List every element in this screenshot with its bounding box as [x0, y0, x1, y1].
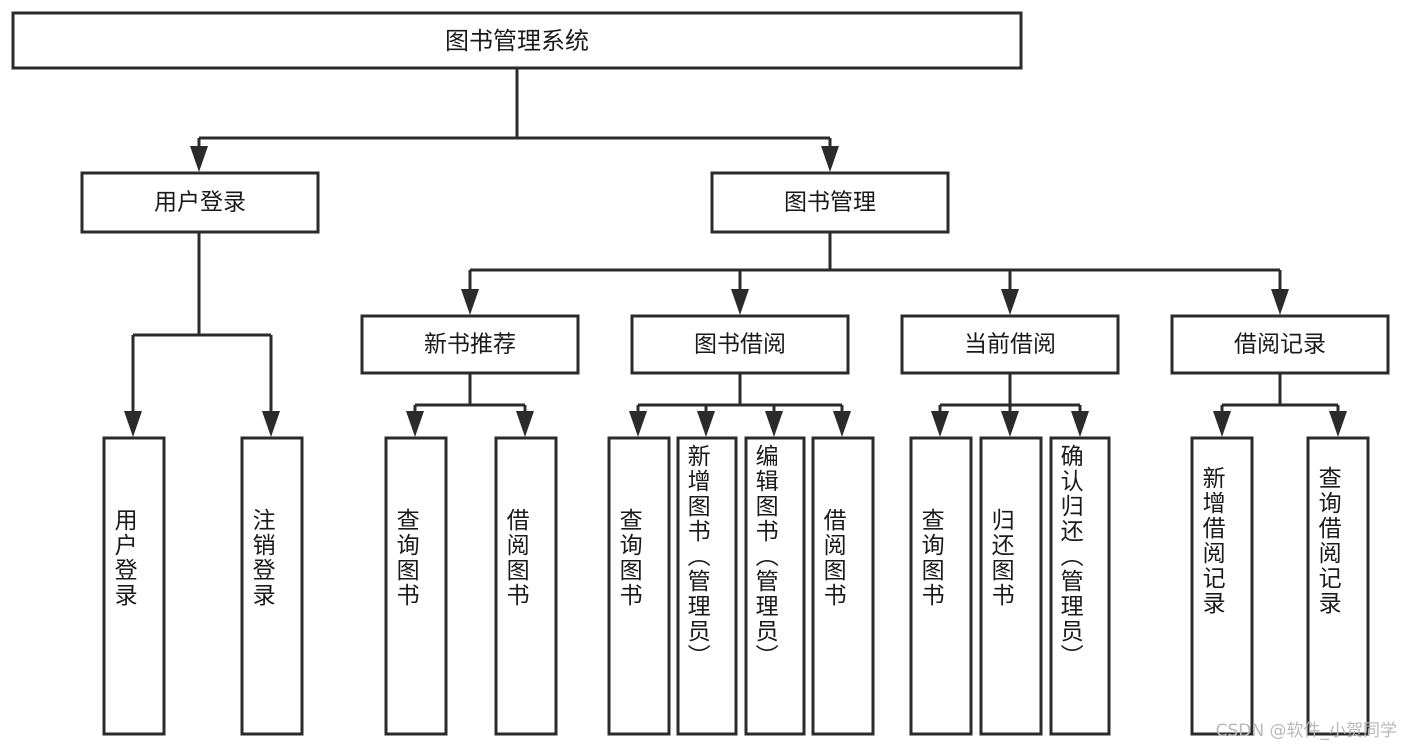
node-leaf-query-book-2-box[interactable]	[607, 436, 671, 736]
arrowhead-leaf-add-record	[1213, 411, 1231, 437]
node-book-manage[interactable]: 图书管理	[710, 171, 950, 234]
node-book-manage-box[interactable]	[710, 171, 950, 234]
node-current-borrow[interactable]: 当前借阅	[900, 314, 1120, 375]
arrowhead-leaf-borrow-book-1	[516, 411, 534, 437]
arrowhead-leaf-user-login	[124, 411, 142, 437]
node-root-box[interactable]	[11, 11, 1023, 70]
node-leaf-query-book-1-box[interactable]	[384, 436, 448, 736]
arrowhead-leaf-add-book	[697, 411, 715, 437]
arrowhead-leaf-logout	[262, 411, 280, 437]
connector-new-book-rec-branch	[413, 373, 527, 425]
node-new-book-rec-box[interactable]	[360, 314, 580, 375]
node-user-login-box[interactable]	[80, 171, 320, 234]
arrowhead-leaf-query-book-3	[931, 411, 949, 437]
arrowhead-leaf-borrow-book-2	[833, 411, 851, 437]
arrowhead-leaf-query-book-1	[406, 411, 424, 437]
arrowhead-borrow-record	[1271, 289, 1289, 315]
node-leaf-query-book-3-box[interactable]	[909, 436, 973, 736]
node-leaf-return-book-box[interactable]	[979, 436, 1043, 736]
leaf-boxes-layer	[102, 436, 1370, 736]
node-book-manage-label: 图书管理	[784, 190, 876, 216]
node-root-label: 图书管理系统	[445, 27, 589, 55]
arrowhead-leaf-query-book-2	[629, 411, 647, 437]
connector-borrow-record-branch	[1220, 373, 1340, 425]
connector-user-login-branch	[131, 232, 273, 425]
node-leaf-query-record-box[interactable]	[1306, 436, 1370, 736]
node-borrow-record-box[interactable]	[1170, 314, 1390, 375]
node-leaf-add-record-box[interactable]	[1190, 436, 1254, 736]
node-book-borrow[interactable]: 图书借阅	[630, 314, 850, 375]
arrowhead-book-manage	[821, 146, 839, 172]
node-new-book-rec[interactable]: 新书推荐	[360, 314, 580, 375]
node-book-borrow-label: 图书借阅	[694, 332, 786, 358]
node-user-login-label: 用户登录	[154, 190, 246, 216]
arrowhead-leaf-return-book	[1001, 411, 1019, 437]
arrowhead-leaf-confirm-return	[1071, 411, 1089, 437]
node-user-login[interactable]: 用户登录	[80, 171, 320, 234]
connector-book-borrow-branch	[636, 373, 844, 425]
arrowhead-user-login	[190, 146, 208, 172]
node-book-borrow-box[interactable]	[630, 314, 850, 375]
node-leaf-confirm-return-box[interactable]	[1049, 436, 1111, 736]
node-leaf-user-login-box[interactable]	[102, 436, 166, 736]
arrowhead-new-book-rec	[461, 289, 479, 315]
node-new-book-rec-label: 新书推荐	[424, 332, 516, 358]
arrowhead-current-borrow	[1001, 289, 1019, 315]
node-leaf-borrow-book-2-box[interactable]	[811, 436, 875, 736]
node-leaf-borrow-book-1-box[interactable]	[494, 436, 558, 736]
node-leaf-edit-book-box[interactable]	[744, 436, 806, 736]
arrowhead-leaf-query-record	[1329, 411, 1347, 437]
connector-root-trunk	[197, 68, 832, 160]
node-leaf-add-book-box[interactable]	[676, 436, 738, 736]
node-leaf-logout-box[interactable]	[240, 436, 304, 736]
arrowhead-book-borrow	[731, 289, 749, 315]
node-borrow-record[interactable]: 借阅记录	[1170, 314, 1390, 375]
node-current-borrow-label: 当前借阅	[964, 332, 1056, 358]
node-current-borrow-box[interactable]	[900, 314, 1120, 375]
connector-book-manage-branch	[468, 232, 1282, 303]
arrowhead-leaf-edit-book	[765, 411, 783, 437]
node-borrow-record-label: 借阅记录	[1234, 332, 1326, 358]
connector-layer	[124, 68, 1347, 437]
node-root[interactable]: 图书管理系统	[11, 11, 1023, 70]
